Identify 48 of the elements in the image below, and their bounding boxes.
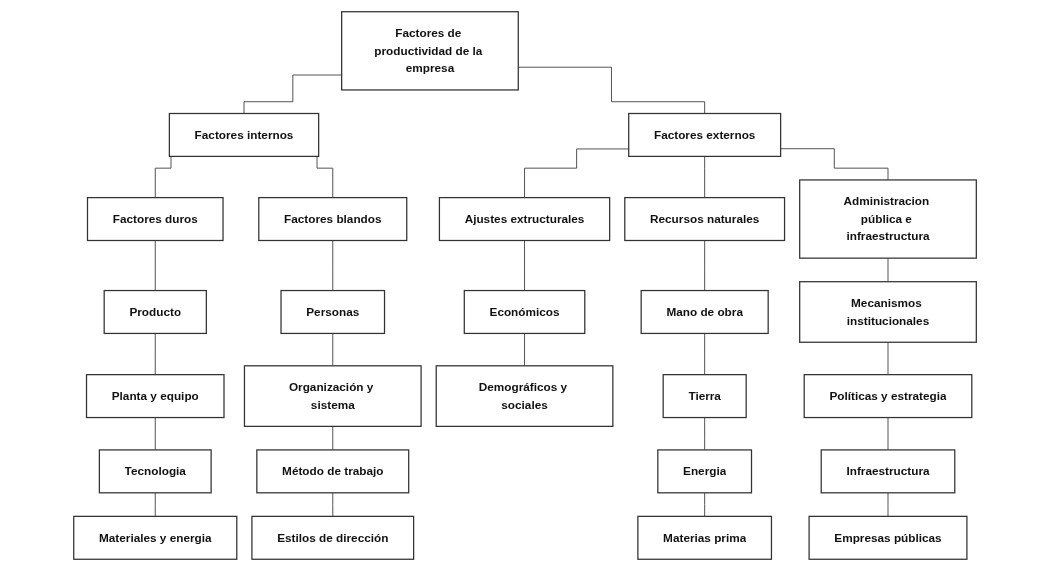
- connector: [155, 333, 157, 376]
- node-box: Producto: [104, 289, 208, 335]
- node-box: Personas: [280, 289, 386, 335]
- node-box: Tierra: [663, 374, 748, 419]
- node-box: Políticas y estrategia: [804, 374, 973, 419]
- connector: [332, 240, 334, 291]
- node-box: Factores internos: [169, 112, 320, 157]
- connector: [888, 417, 889, 451]
- connector: [888, 257, 889, 283]
- node-box: Tecnologia: [99, 449, 213, 494]
- connector: [888, 492, 889, 517]
- connector: [704, 240, 706, 291]
- connector: [518, 66, 706, 114]
- connector: [704, 333, 706, 376]
- node-box: Energia: [657, 449, 753, 494]
- node-box: Materias prima: [637, 515, 773, 560]
- connector: [155, 417, 157, 451]
- connector: [155, 492, 157, 517]
- connector: [155, 240, 157, 291]
- connector: [704, 155, 706, 198]
- connector: [332, 333, 334, 367]
- connector: [244, 74, 343, 114]
- connector: [524, 240, 526, 291]
- node-box: Recursos naturales: [624, 196, 786, 242]
- node-box: Administracion pública e infraestructura: [799, 179, 978, 259]
- node-box: Factores duros: [87, 196, 225, 242]
- node-box: Estilos de dirección: [251, 515, 415, 560]
- connector: [332, 425, 334, 451]
- node-box: Ajustes extructurales: [439, 196, 611, 242]
- node-box: Demográficos y sociales: [436, 365, 614, 427]
- connector: [332, 492, 334, 517]
- connector: [888, 341, 889, 376]
- node-box: Mecanismos institucionales: [799, 281, 978, 343]
- node-box: Planta y equipo: [86, 374, 226, 419]
- node-box: Factores blandos: [258, 196, 408, 242]
- connector: [704, 492, 706, 517]
- node-box: Infraestructura: [821, 449, 956, 494]
- connector: [704, 417, 706, 451]
- node-box: Método de trabajo: [256, 449, 410, 494]
- node-box: Económicos: [464, 289, 586, 335]
- node-box: Mano de obra: [641, 289, 770, 335]
- node-box: Empresas públicas: [808, 515, 968, 560]
- node-box: Organización y sistema: [244, 365, 423, 427]
- connector: [524, 333, 526, 367]
- node-box: Materiales y energia: [73, 515, 238, 560]
- node-box: Factores externos: [628, 112, 782, 157]
- node-box: Factores de productividad de la empresa: [341, 11, 520, 91]
- connector: [524, 148, 630, 198]
